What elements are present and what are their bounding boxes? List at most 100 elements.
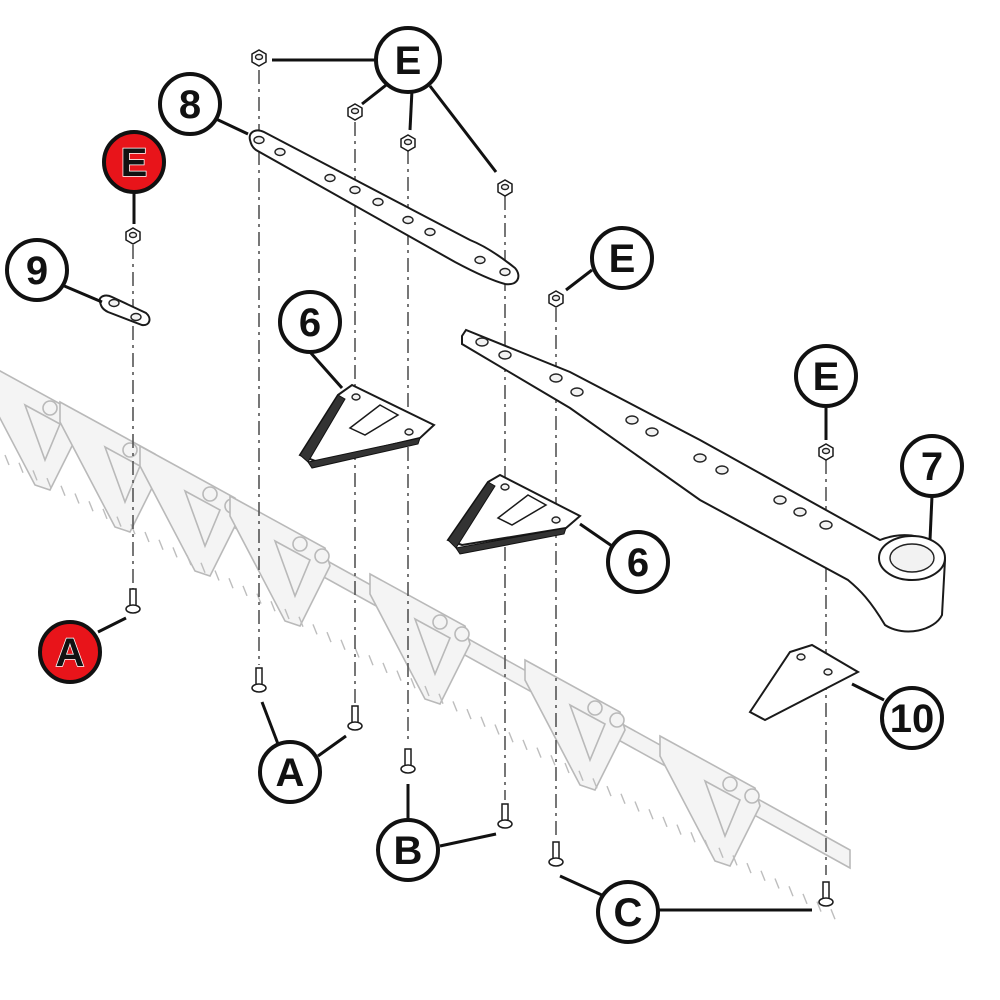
callout-label: 6 — [627, 541, 649, 585]
callout-circle — [900, 434, 964, 498]
leader-line — [361, 80, 391, 106]
ghost-serration — [438, 693, 444, 704]
knife-head-hole — [498, 350, 512, 360]
ghost-rivet-head — [609, 712, 625, 728]
ghost-serration — [676, 824, 682, 835]
bolt-head — [497, 819, 513, 829]
ghost-serration — [326, 631, 332, 643]
ghost-serration — [634, 801, 640, 812]
callout-circle — [880, 686, 944, 750]
callout-e-right: E — [794, 344, 858, 408]
ghost-serration — [340, 639, 346, 651]
ghost-knife-section — [659, 734, 761, 867]
callout-b: B — [376, 818, 440, 882]
knife-head-hole — [549, 373, 563, 383]
part-8-strap — [248, 129, 520, 286]
callout-label: C — [614, 891, 643, 935]
callout-6-upper: 6 — [278, 290, 342, 354]
bolt-head — [818, 897, 834, 907]
ghost-serration — [18, 462, 24, 473]
bolt-head — [125, 604, 141, 614]
ghost-serration — [200, 562, 206, 574]
ghost-serration — [564, 762, 570, 774]
plate-body — [748, 643, 861, 722]
ghost-serration — [74, 493, 80, 504]
part-7-knife-head — [461, 328, 947, 633]
strap-hole — [424, 227, 436, 237]
knife-head-hole — [693, 453, 707, 463]
ghost-rivet-head — [744, 788, 760, 804]
callout-a-red: A — [38, 620, 102, 684]
ghost-serration — [662, 816, 668, 828]
callout-label: 8 — [179, 83, 201, 127]
ghost-serration — [606, 785, 612, 797]
ghost-serration — [312, 624, 318, 635]
callout-label: E — [395, 39, 422, 83]
ghost-rivet-head — [587, 700, 603, 716]
ghost-knife-section — [524, 658, 626, 791]
ghost-serration — [494, 724, 500, 735]
callout-8: 8 — [158, 72, 222, 136]
ghost-serration — [690, 832, 696, 843]
callout-c: C — [596, 880, 660, 944]
callout-label: E — [813, 355, 840, 399]
knife-head-bore — [889, 543, 935, 573]
callout-circle — [278, 290, 342, 354]
strap-holes — [253, 135, 511, 277]
ghost-serration — [46, 477, 52, 489]
ghost-knife-section — [139, 444, 241, 577]
plate-hole — [823, 668, 833, 676]
part-6-section-upper — [298, 383, 436, 469]
leader-line — [97, 616, 127, 634]
ghost-serration — [718, 847, 724, 858]
part-9-clip — [98, 294, 151, 327]
section-cutout — [348, 404, 400, 436]
ghost-serration — [424, 685, 430, 697]
ghost-serration — [508, 731, 514, 743]
ghost-serration — [102, 508, 108, 520]
leader-line — [565, 268, 593, 292]
callout-e-top: E — [374, 26, 442, 94]
knife-head-hole — [645, 427, 659, 437]
ghost-serration — [592, 778, 598, 789]
leader-line — [317, 734, 347, 758]
ghost-section-cutout — [703, 779, 742, 839]
section-hole — [500, 483, 510, 491]
ghost-serration — [116, 516, 122, 527]
section-serration — [299, 394, 346, 463]
ghost-rivet-head — [722, 776, 738, 792]
callout-circle — [794, 344, 858, 408]
callout-label: 9 — [26, 249, 48, 293]
strap-hole — [474, 255, 486, 265]
ghost-serration — [746, 862, 752, 874]
callout-6-lower: 6 — [606, 530, 670, 594]
callout-circle — [590, 226, 654, 290]
clip-body — [98, 294, 151, 327]
ghost-serration — [648, 808, 654, 820]
ghost-serration — [536, 747, 542, 758]
knife-head-hole — [773, 495, 787, 505]
ghost-serration — [130, 524, 136, 535]
ghost-rivet-head — [432, 614, 448, 630]
ghost-serration — [578, 770, 584, 781]
ghost-serration — [172, 547, 178, 558]
bolt-head — [400, 764, 416, 774]
callout-circle — [102, 130, 166, 194]
ghost-serration — [284, 608, 290, 620]
callout-circle — [374, 26, 442, 94]
callout-label: 6 — [299, 301, 321, 345]
callout-circle — [38, 620, 102, 684]
callout-circle — [376, 818, 440, 882]
callout-circle — [5, 238, 69, 302]
ghost-serration — [186, 554, 192, 566]
callout-label: A — [276, 751, 305, 795]
ghost-serration — [214, 570, 220, 581]
bolts — [125, 588, 834, 907]
section-hole — [404, 428, 414, 436]
ghost-serration — [270, 601, 276, 612]
ghost-section-cutout — [568, 703, 607, 763]
strap-hole — [349, 185, 361, 195]
ghost-serration — [732, 855, 738, 866]
ghost-serration — [760, 870, 766, 882]
